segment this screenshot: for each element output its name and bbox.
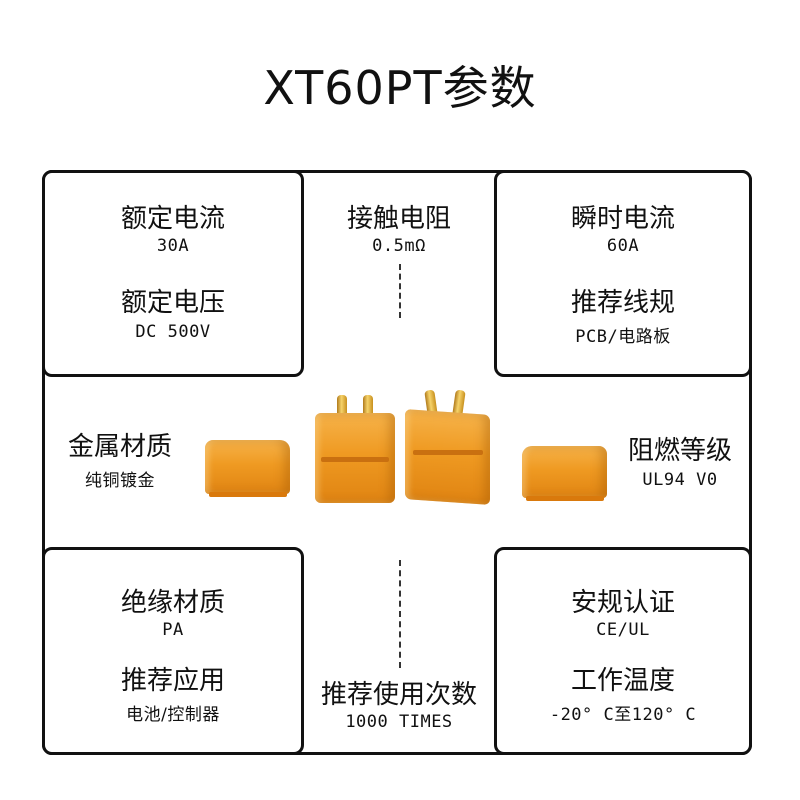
page-title: XT60PT参数 — [263, 61, 537, 115]
connector-cap-right-image — [522, 446, 607, 504]
dashed-divider-bottom — [399, 560, 401, 668]
dashed-divider-top — [399, 264, 401, 318]
working-temp-label: 工作温度 — [570, 666, 675, 696]
certification-label: 安规认证 — [570, 588, 675, 618]
rated-current-label: 额定电流 — [120, 204, 225, 234]
usage-count-label: 推荐使用次数 — [320, 680, 477, 710]
recommended-wire-value: PCB/电路板 — [575, 327, 671, 347]
recommended-use-label: 推荐应用 — [120, 666, 225, 696]
instant-current-label: 瞬时电流 — [570, 204, 675, 234]
instant-current-value: 60A — [606, 236, 640, 256]
flame-rating-value: UL94 V0 — [642, 470, 718, 490]
insulation-material-label: 绝缘材质 — [120, 588, 225, 618]
flame-rating-label: 阻燃等级 — [627, 436, 732, 466]
spec-frame — [42, 170, 752, 755]
spec-box-bottom-right — [494, 547, 752, 755]
certification-value: CE/UL — [596, 620, 650, 640]
spec-box-top-right — [494, 170, 752, 377]
contact-resistance-label: 接触电阻 — [346, 204, 451, 234]
contact-resistance-value: 0.5mΩ — [372, 236, 426, 256]
insulation-material-value: PA — [162, 620, 184, 640]
usage-count-value: 1000 TIMES — [345, 712, 453, 732]
spec-box-bottom-left — [42, 547, 304, 755]
spec-box-top-left — [42, 170, 304, 377]
rated-current-value: 30A — [156, 236, 190, 256]
connector-male-image — [315, 395, 395, 505]
metal-material-value: 纯铜镀金 — [85, 471, 155, 491]
connector-female-image — [405, 389, 490, 505]
recommended-use-value: 电池/控制器 — [126, 705, 220, 725]
rated-voltage-value: DC 500V — [135, 322, 211, 342]
recommended-wire-label: 推荐线规 — [570, 288, 675, 318]
working-temp-value: -20° C至120° C — [549, 705, 697, 725]
metal-material-label: 金属材质 — [67, 432, 172, 462]
rated-voltage-label: 额定电压 — [120, 288, 225, 318]
connector-cap-left-image — [205, 440, 290, 500]
